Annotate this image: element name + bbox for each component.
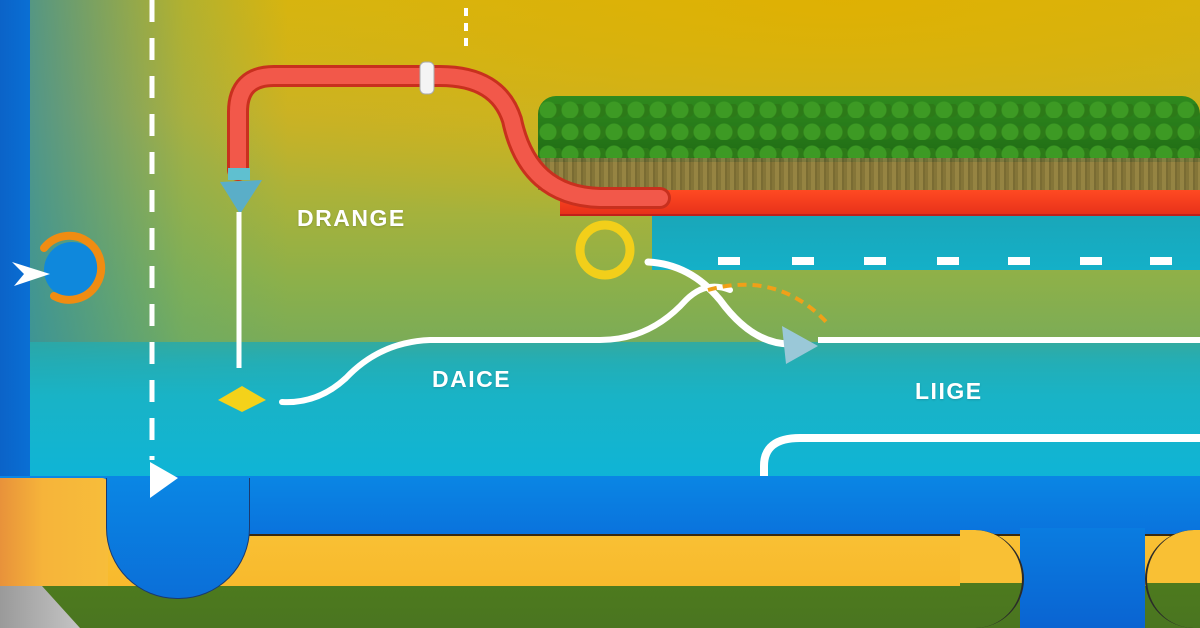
white-pointer-arrow-icon [12, 262, 50, 286]
down-arrow-icon [220, 180, 262, 214]
pool-lane-dashes [718, 257, 1172, 265]
right-arrow-icon [782, 326, 818, 364]
blue-semicircle-drop [106, 478, 250, 599]
water-band [30, 342, 1200, 477]
label-liige: LIIGE [915, 378, 983, 404]
white-rounded-lane [760, 434, 1200, 476]
left-blue-bar [0, 0, 30, 480]
white-curved-path [279, 283, 733, 406]
yellow-ring-icon [575, 220, 635, 280]
play-arrow-icon [150, 462, 178, 498]
red-tube-path [230, 68, 668, 206]
label-drange: DRANGE [297, 205, 406, 231]
label-daice: DAICE [432, 366, 512, 392]
hedge-fence [538, 158, 1200, 190]
blue-road-gap [1020, 528, 1145, 628]
diamond-marker-icon [218, 386, 266, 412]
orange-dashed-arc [707, 282, 832, 328]
blue-disc [44, 242, 100, 298]
orange-ring-icon [40, 231, 106, 304]
red-tube-shadow [227, 65, 671, 209]
tube-clip [419, 61, 435, 95]
teal-pool [652, 212, 1200, 270]
arrow-collar [228, 168, 250, 180]
white-crossing-path [644, 258, 794, 348]
hedge [538, 96, 1200, 190]
hedge-leaves [538, 96, 1200, 162]
yellow-corner-block [0, 478, 108, 586]
